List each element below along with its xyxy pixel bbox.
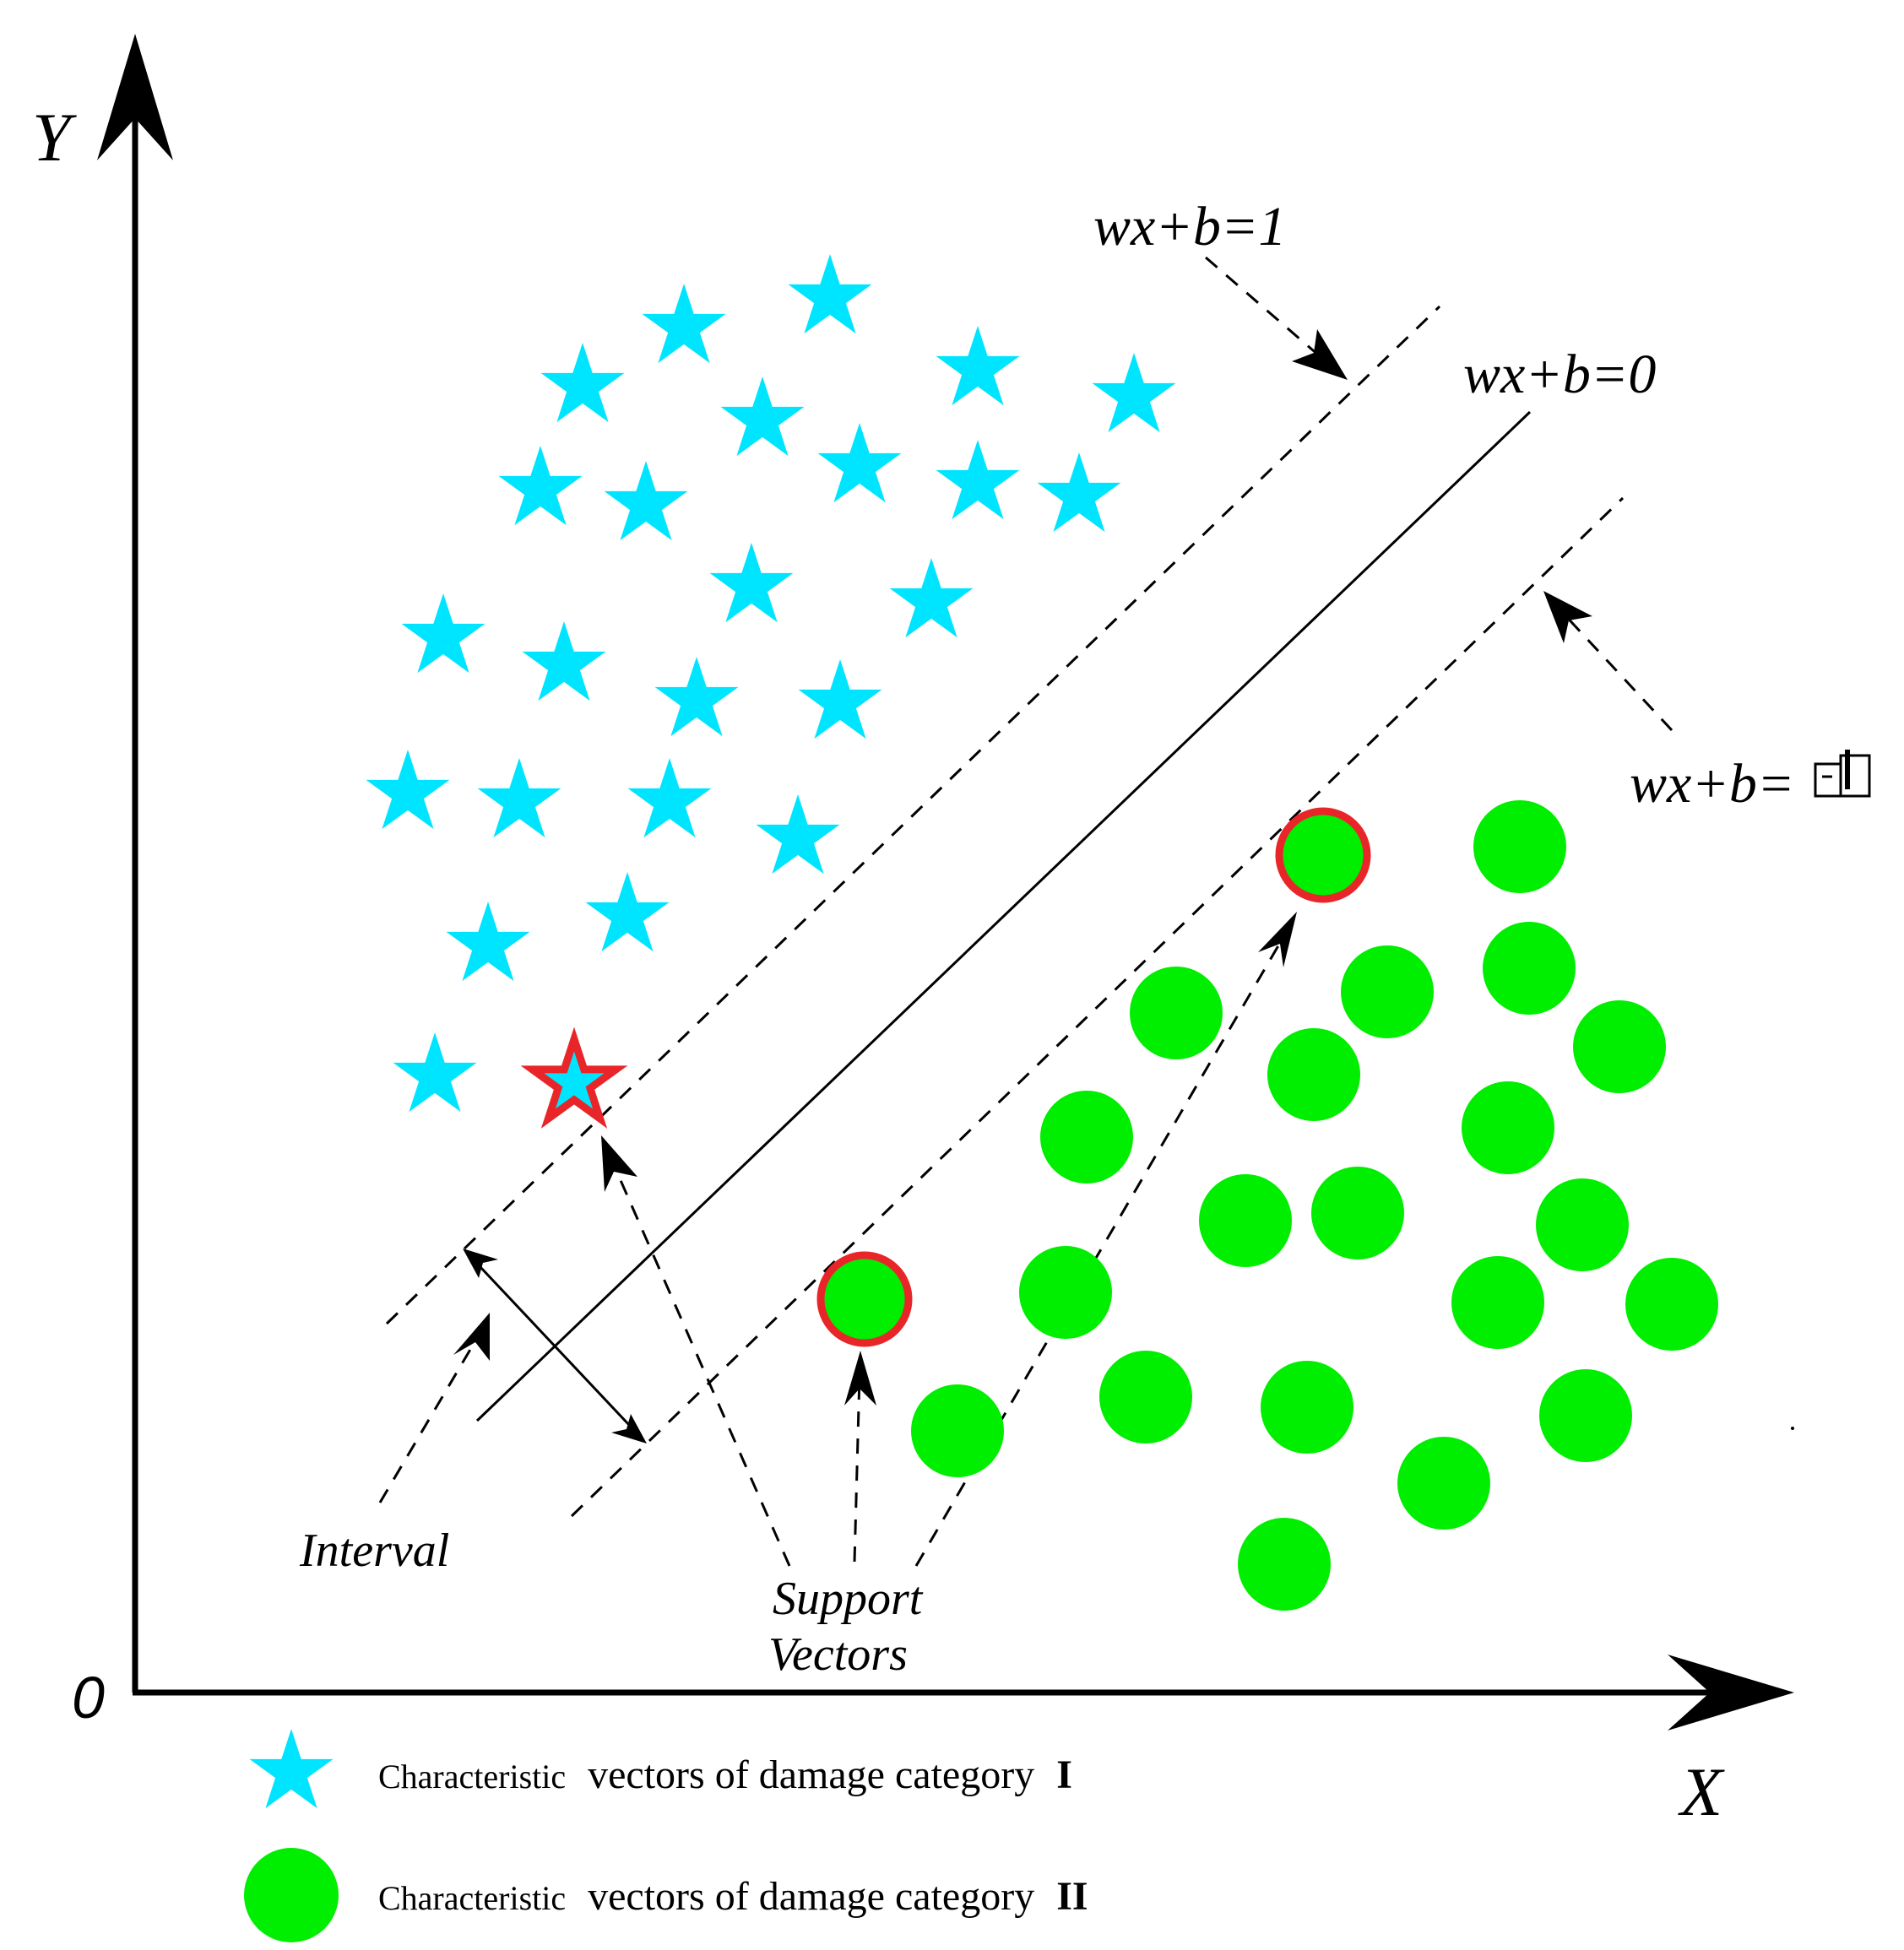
x-axis-arrowhead xyxy=(1668,1655,1794,1731)
legend-item-category1: Characteristic vectors of damage categor… xyxy=(249,1729,1072,1809)
origin-label: 0 xyxy=(72,1665,105,1731)
category1-star-icon xyxy=(642,284,726,364)
category2-point xyxy=(1625,1258,1718,1351)
category2-point xyxy=(1311,1167,1404,1259)
legend-circle-icon xyxy=(244,1848,339,1942)
support-pointer-star xyxy=(612,1164,791,1567)
category2-point xyxy=(1483,922,1576,1015)
category2-point xyxy=(1040,1091,1133,1184)
equation-pointers xyxy=(1205,256,1673,732)
category1-star-icon xyxy=(936,440,1020,520)
legend-category2-body: vectors of damage category xyxy=(588,1874,1034,1919)
category1-star-icon xyxy=(1092,353,1176,433)
legend-item-category2: Characteristic vectors of damage categor… xyxy=(244,1848,1088,1942)
upper-margin-pointer-head xyxy=(1292,329,1348,380)
category1-star-icon xyxy=(817,423,902,503)
category2-points xyxy=(816,800,1718,1611)
legend-category2-numeral: II xyxy=(1056,1874,1088,1919)
category1-star-icon xyxy=(401,593,485,674)
category1-star-icon xyxy=(522,621,606,701)
lower-margin-equation: wx+b= xyxy=(1630,753,1794,815)
support-pointer-circle-b-head xyxy=(1258,912,1297,967)
y-axis-label: Y xyxy=(32,99,77,176)
legend-star-icon xyxy=(249,1729,334,1809)
decision-lines xyxy=(385,305,1625,1518)
support-pointer-circle-a-head xyxy=(844,1351,876,1406)
category1-star-icon xyxy=(889,558,974,638)
lower-margin-line xyxy=(570,496,1625,1518)
legend: Characteristic vectors of damage categor… xyxy=(244,1729,1088,1942)
missing-glyph-icon xyxy=(1814,750,1871,798)
category2-point xyxy=(911,1384,1004,1477)
category1-star-icon xyxy=(654,657,739,737)
category2-point xyxy=(1536,1178,1629,1271)
stray-dot xyxy=(1791,1427,1794,1430)
support-pointer-circle-a xyxy=(853,1375,861,1563)
category2-point xyxy=(1267,1028,1360,1121)
category2-point xyxy=(1019,1246,1112,1339)
category1-star-icon xyxy=(477,758,561,838)
interval-arrowhead-bottom xyxy=(611,1414,647,1444)
category1-star-icon xyxy=(788,254,872,334)
category1-star-icon xyxy=(936,326,1020,406)
hyperplane-equation: wx+b=0 xyxy=(1463,344,1656,405)
support-pointer-star-head xyxy=(601,1135,637,1192)
category2-point xyxy=(1341,945,1434,1038)
legend-category1-text: Characteristic vectors of damage categor… xyxy=(378,1752,1072,1797)
category2-point xyxy=(1199,1174,1292,1267)
category1-star-icon xyxy=(585,872,670,952)
lower-margin-equation-group: wx+b= xyxy=(1630,750,1871,815)
interval-indicator xyxy=(378,1249,647,1503)
category2-point xyxy=(1238,1518,1331,1611)
category1-star-icon xyxy=(366,750,450,830)
category1-star-icon xyxy=(709,543,794,623)
legend-category2-prefix: Characteristic xyxy=(378,1879,566,1917)
hyperplane-line xyxy=(475,410,1532,1422)
category1-star-icon xyxy=(756,794,840,875)
support-vectors-label-line1: Support xyxy=(773,1573,924,1625)
interval-double-arrow xyxy=(464,1250,645,1442)
category2-support-vector xyxy=(1275,807,1371,903)
category1-star-icon xyxy=(798,659,882,739)
interval-pointer xyxy=(378,1333,481,1503)
category1-star-icon xyxy=(540,343,625,423)
category2-point xyxy=(1099,1351,1192,1444)
category1-star-icon xyxy=(627,758,712,838)
category2-support-vector xyxy=(816,1251,913,1347)
category1-points xyxy=(366,254,1176,1119)
category1-star-icon xyxy=(446,902,530,982)
x-axis-label: X xyxy=(1678,1753,1725,1830)
category2-point xyxy=(1261,1361,1353,1454)
upper-margin-pointer xyxy=(1205,256,1326,363)
category2-point xyxy=(1539,1369,1632,1462)
upper-margin-line xyxy=(385,305,1441,1325)
interval-pointer-head xyxy=(453,1313,490,1361)
category1-star-icon xyxy=(1037,452,1121,533)
support-vectors-label-line2: Vectors xyxy=(768,1628,908,1681)
category2-point xyxy=(1573,1000,1666,1093)
upper-margin-equation: wx+b=1 xyxy=(1093,196,1286,257)
y-axis-arrowhead xyxy=(97,34,173,160)
category1-star-icon xyxy=(498,446,583,526)
category2-point xyxy=(1130,967,1223,1059)
category1-support-vector-star-icon xyxy=(533,1039,616,1119)
lower-margin-pointer xyxy=(1560,610,1673,732)
interval-arrowhead-top xyxy=(463,1249,498,1278)
category2-point xyxy=(1451,1256,1544,1349)
category1-star-icon xyxy=(393,1032,477,1113)
legend-category2-text: Characteristic vectors of damage categor… xyxy=(378,1874,1088,1919)
legend-category1-prefix: Characteristic xyxy=(378,1758,566,1796)
category1-star-icon xyxy=(604,461,688,541)
category2-point xyxy=(1462,1081,1554,1174)
interval-label: Interval xyxy=(299,1525,449,1577)
category1-star-icon xyxy=(720,376,805,457)
axes: Y X 0 xyxy=(32,34,1794,1830)
category2-point xyxy=(1397,1437,1490,1530)
legend-category1-numeral: I xyxy=(1056,1752,1072,1797)
legend-category1-body: vectors of damage category xyxy=(588,1752,1034,1797)
lower-margin-pointer-head xyxy=(1543,591,1592,643)
category2-point xyxy=(1473,800,1566,893)
